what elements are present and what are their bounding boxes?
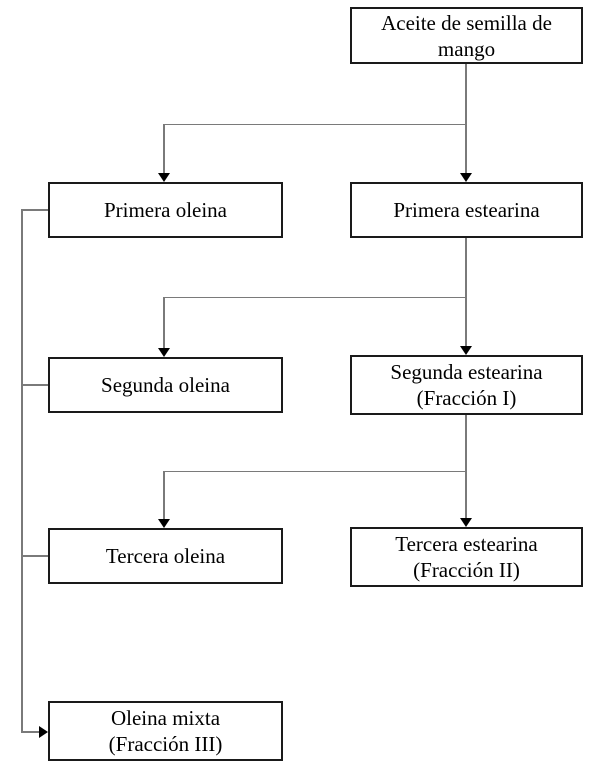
edge-to-tercera-estearina-line <box>465 470 467 519</box>
edge-level3-horizontal-line <box>163 470 467 472</box>
edge-primera-oleina-stub-line <box>21 209 49 211</box>
edge-segunda-estearina-drop-line <box>465 415 467 472</box>
arrowhead-tercera-estearina-icon <box>460 518 472 527</box>
edge-left-rail-line <box>21 209 23 733</box>
edge-source-drop-line <box>465 64 467 124</box>
node-label: Segunda estearina <box>390 360 543 384</box>
node-tercera-oleina: Tercera oleina <box>48 528 283 584</box>
arrowhead-oleina-mixta-icon <box>39 726 48 738</box>
node-label: mango <box>437 36 496 61</box>
node-label: Tercera estearina <box>395 532 538 556</box>
edge-to-tercera-oleina-line <box>163 470 165 520</box>
node-label: Tercera oleina <box>105 544 226 568</box>
node-label: (Fracción III) <box>108 732 223 756</box>
arrowhead-tercera-oleina-icon <box>158 519 170 528</box>
node-primera-oleina: Primera oleina <box>48 182 283 238</box>
node-tercera-estearina: Tercera estearina (Fracción II) <box>350 527 583 587</box>
node-segunda-oleina: Segunda oleina <box>48 357 283 413</box>
edge-to-oleina-mixta-line <box>21 731 40 733</box>
arrowhead-primera-oleina-icon <box>158 173 170 182</box>
edge-level2-horizontal-line <box>163 296 467 298</box>
edge-to-segunda-oleina-line <box>163 296 165 349</box>
node-oleina-mixta: Oleina mixta (Fracción III) <box>48 701 283 761</box>
edge-tercera-oleina-stub-line <box>21 555 49 557</box>
edge-segunda-oleina-stub-line <box>21 384 49 386</box>
node-label: Primera estearina <box>393 198 540 222</box>
arrowhead-primera-estearina-icon <box>460 173 472 182</box>
node-label: Primera oleina <box>103 198 228 222</box>
node-segunda-estearina: Segunda estearina (Fracción I) <box>350 355 583 415</box>
edge-to-primera-oleina-line <box>163 123 165 174</box>
node-primera-estearina: Primera estearina <box>350 182 583 238</box>
node-label: (Fracción II) <box>413 558 520 582</box>
node-label: Aceite de semilla de <box>381 10 552 35</box>
node-label: Oleina mixta <box>110 706 221 730</box>
arrowhead-segunda-oleina-icon <box>158 348 170 357</box>
node-label: Segunda oleina <box>101 373 230 397</box>
node-aceite-semilla-mango: Aceite de semilla de mango <box>350 7 583 64</box>
edge-primera-estearina-drop-line <box>465 238 467 297</box>
node-label: (Fracción I) <box>416 386 517 410</box>
edge-to-primera-estearina-line <box>465 123 467 174</box>
arrowhead-segunda-estearina-icon <box>460 346 472 355</box>
edge-to-segunda-estearina-line <box>465 296 467 347</box>
edge-level1-horizontal-line <box>163 123 467 125</box>
